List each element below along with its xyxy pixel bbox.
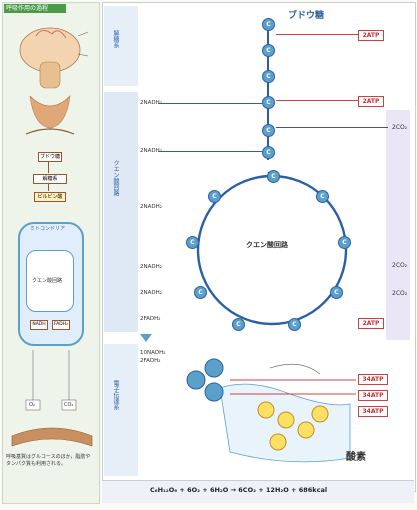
cycle-node: C	[186, 236, 199, 249]
nad-label: 2NADH₂	[140, 204, 162, 210]
carbon-node: C	[262, 18, 275, 31]
cycle-node: C	[338, 236, 351, 249]
co2-label: CO₂	[64, 402, 73, 409]
left-footnote: 呼吸基質はグルコースのほか，脂肪やタンパク質も利用される。	[6, 454, 92, 468]
glucose-box: ブドウ糖	[38, 152, 62, 162]
down-arrow-icon	[140, 334, 152, 342]
cycle-node: C	[194, 286, 207, 299]
co2-arrow	[276, 127, 388, 128]
left-panel-title: 呼吸作用の過程	[4, 4, 66, 13]
o2-label: O₂	[29, 402, 35, 409]
nad-arrow	[158, 151, 262, 152]
atp-badge: 2ATP	[358, 30, 384, 41]
cycle-node: C	[267, 170, 280, 183]
section-label-citric: クエン酸回路	[112, 160, 119, 196]
co2-output: 2CO₂	[392, 290, 407, 297]
nad-arrow	[158, 103, 262, 104]
carbon-node: C	[262, 146, 275, 159]
cycle-node: C	[330, 286, 343, 299]
co2-output: 2CO₂	[392, 262, 407, 269]
header-glucose: ブドウ糖	[288, 8, 324, 21]
section-strip-citric	[104, 92, 138, 332]
oxygen-label: 酸素	[346, 448, 366, 463]
fadh-box: FADH₂	[52, 320, 70, 330]
carbon-node: C	[262, 96, 275, 109]
section-strip-electron	[104, 344, 138, 476]
nad-label: 2NADH₂	[140, 264, 162, 270]
atp-badge: 2ATP	[358, 318, 384, 329]
carbon-node: C	[262, 70, 275, 83]
carbon-node: C	[262, 124, 275, 137]
right-column	[386, 110, 410, 340]
nadh-box: NADH	[30, 320, 48, 330]
section-strip-glycolysis	[104, 6, 138, 86]
cycle-node: C	[232, 318, 245, 331]
mito-label: ミトコンドリア	[30, 226, 65, 233]
body-illustration	[6, 16, 94, 136]
cycle-node: C	[316, 190, 329, 203]
cycle-node: C	[288, 318, 301, 331]
cycle-center-label: クエン酸回路	[246, 240, 288, 250]
cycle-node: C	[208, 190, 221, 203]
atp-arrow	[276, 34, 358, 35]
et-nad-label: 10NADH₂	[140, 350, 165, 356]
arrow-down-icon	[48, 183, 49, 191]
glycolysis-backbone	[267, 20, 269, 160]
et-nad-label: 2FADH₂	[140, 358, 161, 364]
co2-output: 2CO₂	[392, 124, 407, 131]
arrow-down-icon	[48, 161, 49, 173]
glycolysis-box: 解糖系	[33, 174, 67, 184]
atp-badge: 34ATP	[358, 406, 388, 417]
equation-text: C₆H₁₂O₆ + 6O₂ + 6H₂O → 6CO₂ + 12H₂O + 68…	[150, 486, 327, 494]
nad-label: 2FADH₂	[140, 316, 161, 322]
section-label-electron: 電子伝達系	[112, 380, 119, 410]
citric-label: クエン酸回路	[32, 278, 62, 285]
atp-arrow	[276, 100, 358, 101]
section-label-glycolysis: 解糖系	[112, 30, 119, 48]
carbon-node: C	[262, 44, 275, 57]
atp-badge: 34ATP	[358, 374, 388, 385]
electron-transport-illustration	[170, 348, 360, 478]
pyruvate-box: ピルビン酸	[34, 192, 66, 202]
nad-label: 2NADH₂	[140, 290, 162, 296]
atp-badge: 34ATP	[358, 390, 388, 401]
gut-illustration	[8, 350, 94, 450]
atp-badge: 2ATP	[358, 96, 384, 107]
